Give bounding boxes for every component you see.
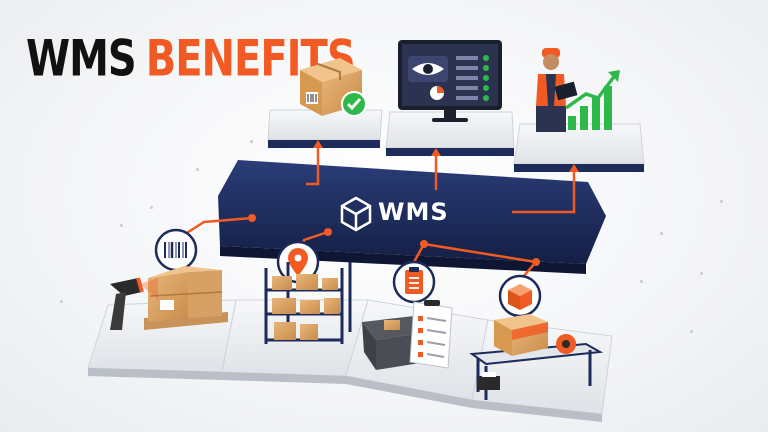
floor-dot — [640, 280, 643, 283]
floor-dot — [150, 206, 153, 209]
title-word-wms: WMS — [26, 30, 137, 88]
packing-table — [469, 314, 604, 400]
floor-dot — [250, 140, 253, 143]
top-platform-3 — [513, 123, 645, 172]
package-check-icon — [300, 58, 367, 117]
box-icon — [498, 274, 542, 318]
floor-dot — [120, 224, 123, 227]
pallet-boxes — [144, 266, 228, 330]
shelving-unit — [264, 262, 352, 344]
connectors-top — [306, 146, 576, 214]
clipboard-checklist-icon — [392, 260, 436, 304]
top-platform-1 — [267, 109, 383, 148]
floor-dot — [196, 168, 199, 171]
floor-dot — [660, 232, 663, 235]
barcode-scanner-icon — [110, 277, 158, 330]
barcode-icon — [154, 228, 198, 272]
cube-icon — [340, 196, 372, 232]
connectors-bottom — [181, 216, 539, 279]
floor-dot — [60, 300, 63, 303]
floor-dot — [720, 200, 723, 203]
wms-hub-label: WMS — [378, 198, 449, 226]
floor-dot — [700, 272, 703, 275]
worker-growth-chart-icon — [536, 48, 620, 132]
monitor-eye-icon — [398, 40, 502, 122]
top-platform-2 — [385, 111, 515, 156]
checklist-board — [409, 300, 453, 369]
floor-dot — [690, 330, 693, 333]
